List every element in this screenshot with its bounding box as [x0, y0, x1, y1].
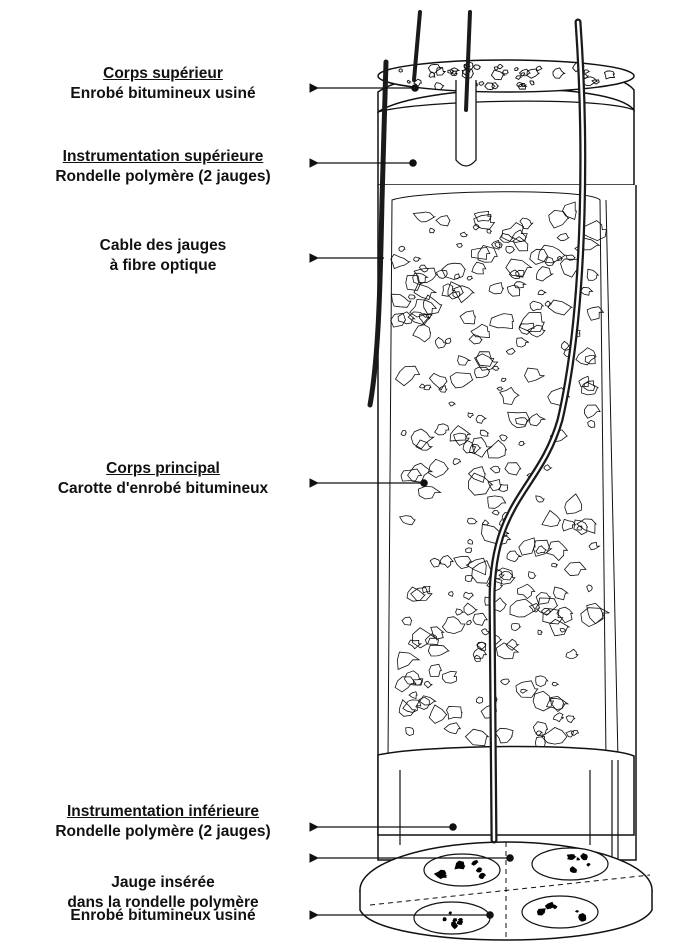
base-disk: [360, 842, 652, 940]
